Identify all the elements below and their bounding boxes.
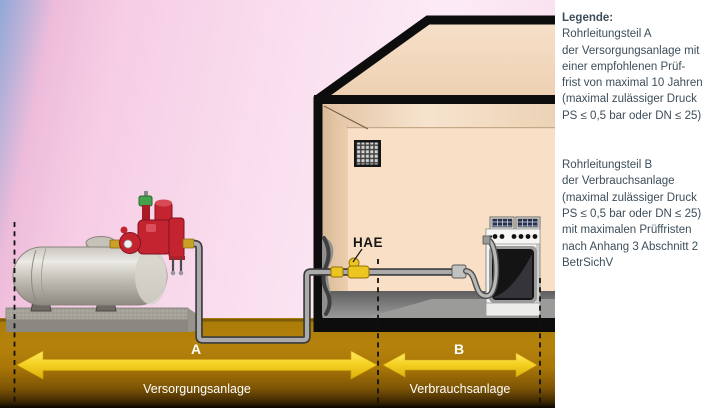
wall-pipe-seal [321,236,334,316]
legend-block-b: Rohrleitungsteil B der Verbrauchsanlage … [562,157,716,271]
supply-system-label: Versorgungsanlage [143,382,251,396]
legend-text-line: der Verbrauchsanlage [562,175,675,188]
legend-text-line: PS ≤ 0,5 bar oder DN ≤ 25) [562,109,702,122]
gas-stove [463,216,541,317]
house-ceiling [322,104,555,128]
house-foundation [314,318,555,332]
house-roof-face [323,24,555,95]
legend-text-line: (maximal zulässiger Druck [562,93,697,106]
zone-a-label: A [191,341,201,357]
legend-text-line: der Versorgungsanlage mit [562,44,700,57]
legend-text-line: Rohrleitungsteil A [562,28,652,41]
legend-text-line: nach Anhang 3 Abschnitt 2 [562,240,699,253]
legend-text-line: einer empfohlenen Prüf- [562,60,686,73]
burner-grate [491,218,513,228]
legend-text-line: (maximal zulässiger Druck [562,191,697,204]
gas-tank [12,236,168,312]
zone-b-arrow [382,352,538,378]
diagram-canvas: HAE A B Versorgungsanlage Verbrauchsanla… [0,0,555,408]
legend-block-a: Rohrleitungsteil A der Versorgungsanlage… [562,26,716,124]
legend-text-line: Rohrleitungsteil B [562,159,653,172]
legend-panel: Legende: Rohrleitungsteil A der Versorgu… [562,10,716,271]
hae-pointer-line [352,248,363,263]
house-outline [313,15,555,332]
burner-grate [517,218,539,228]
legend-text-line: frist von maximal 10 Jahren [562,77,703,90]
hae-shutoff-valve [330,257,370,279]
pressure-regulator [109,191,195,276]
zone-boundary-dashed-lines [13,222,541,404]
gas-pipe [193,239,467,344]
regulator-green-cap [138,195,153,207]
wall-vent-grille [354,140,381,167]
legend-text-line: BetrSichV [562,256,614,269]
legend-text-line: mit maximalen Prüffristen [562,224,692,237]
legend-text-line: PS ≤ 0,5 bar oder DN ≤ 25) [562,207,702,220]
consumption-system-label: Verbrauchsanlage [410,382,511,396]
concrete-pad [5,307,197,332]
zone-a-arrow [16,350,378,380]
legend-title: Legende: [562,12,614,24]
zone-b-label: B [454,341,464,357]
hae-label: HAE [353,235,383,250]
